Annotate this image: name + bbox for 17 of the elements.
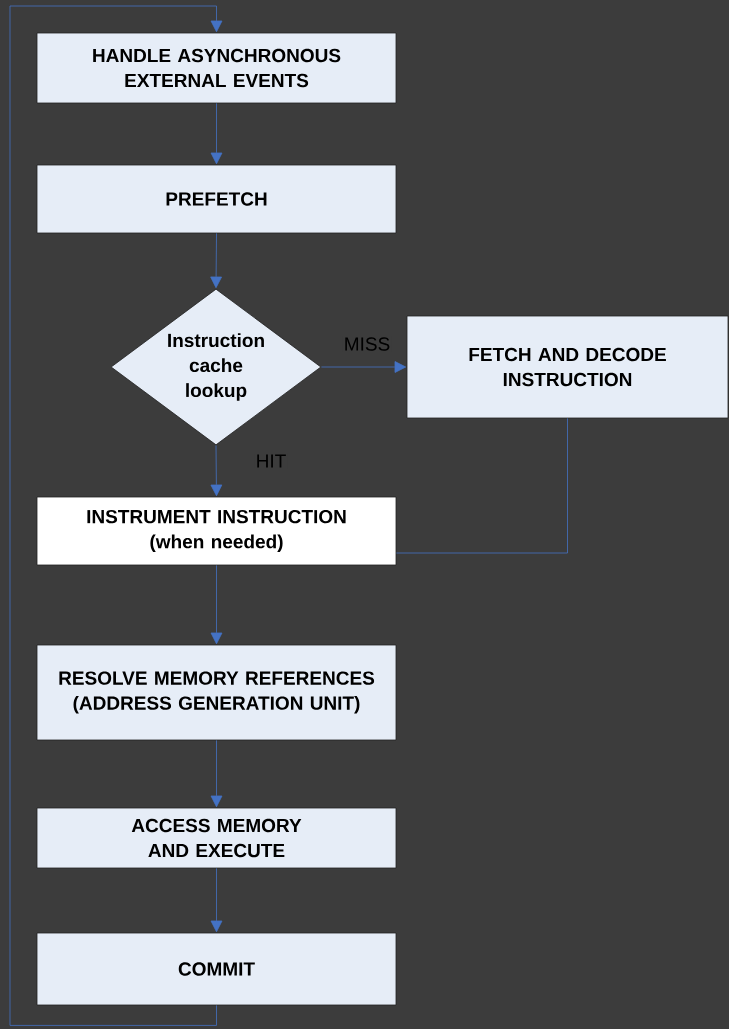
edge-label: HIT: [254, 453, 288, 469]
arrow: [210, 868, 223, 933]
arrow: [210, 103, 223, 165]
process-box: INSTRUMENT INSTRUCTION (when needed): [36, 496, 397, 566]
process-box: FETCH AND DECODE INSTRUCTION: [406, 315, 729, 419]
arrow: [9, 5, 223, 1026]
arrow: [210, 445, 223, 497]
edge-label: MISS: [342, 336, 392, 352]
arrow: [210, 233, 222, 289]
process-box: RESOLVE MEMORY REFERENCES (ADDRESS GENERATION UNIT): [36, 644, 397, 741]
arrow: [321, 361, 407, 373]
arrow: [210, 740, 223, 808]
process-box: PREFETCH: [36, 164, 397, 234]
process-box: HANDLE ASYNCHRONOUS EXTERNAL EVENTS: [36, 32, 397, 104]
arrow: [210, 565, 223, 645]
process-box: ACCESS MEMORY AND EXECUTE: [36, 807, 397, 869]
process-box: COMMIT: [36, 932, 397, 1006]
